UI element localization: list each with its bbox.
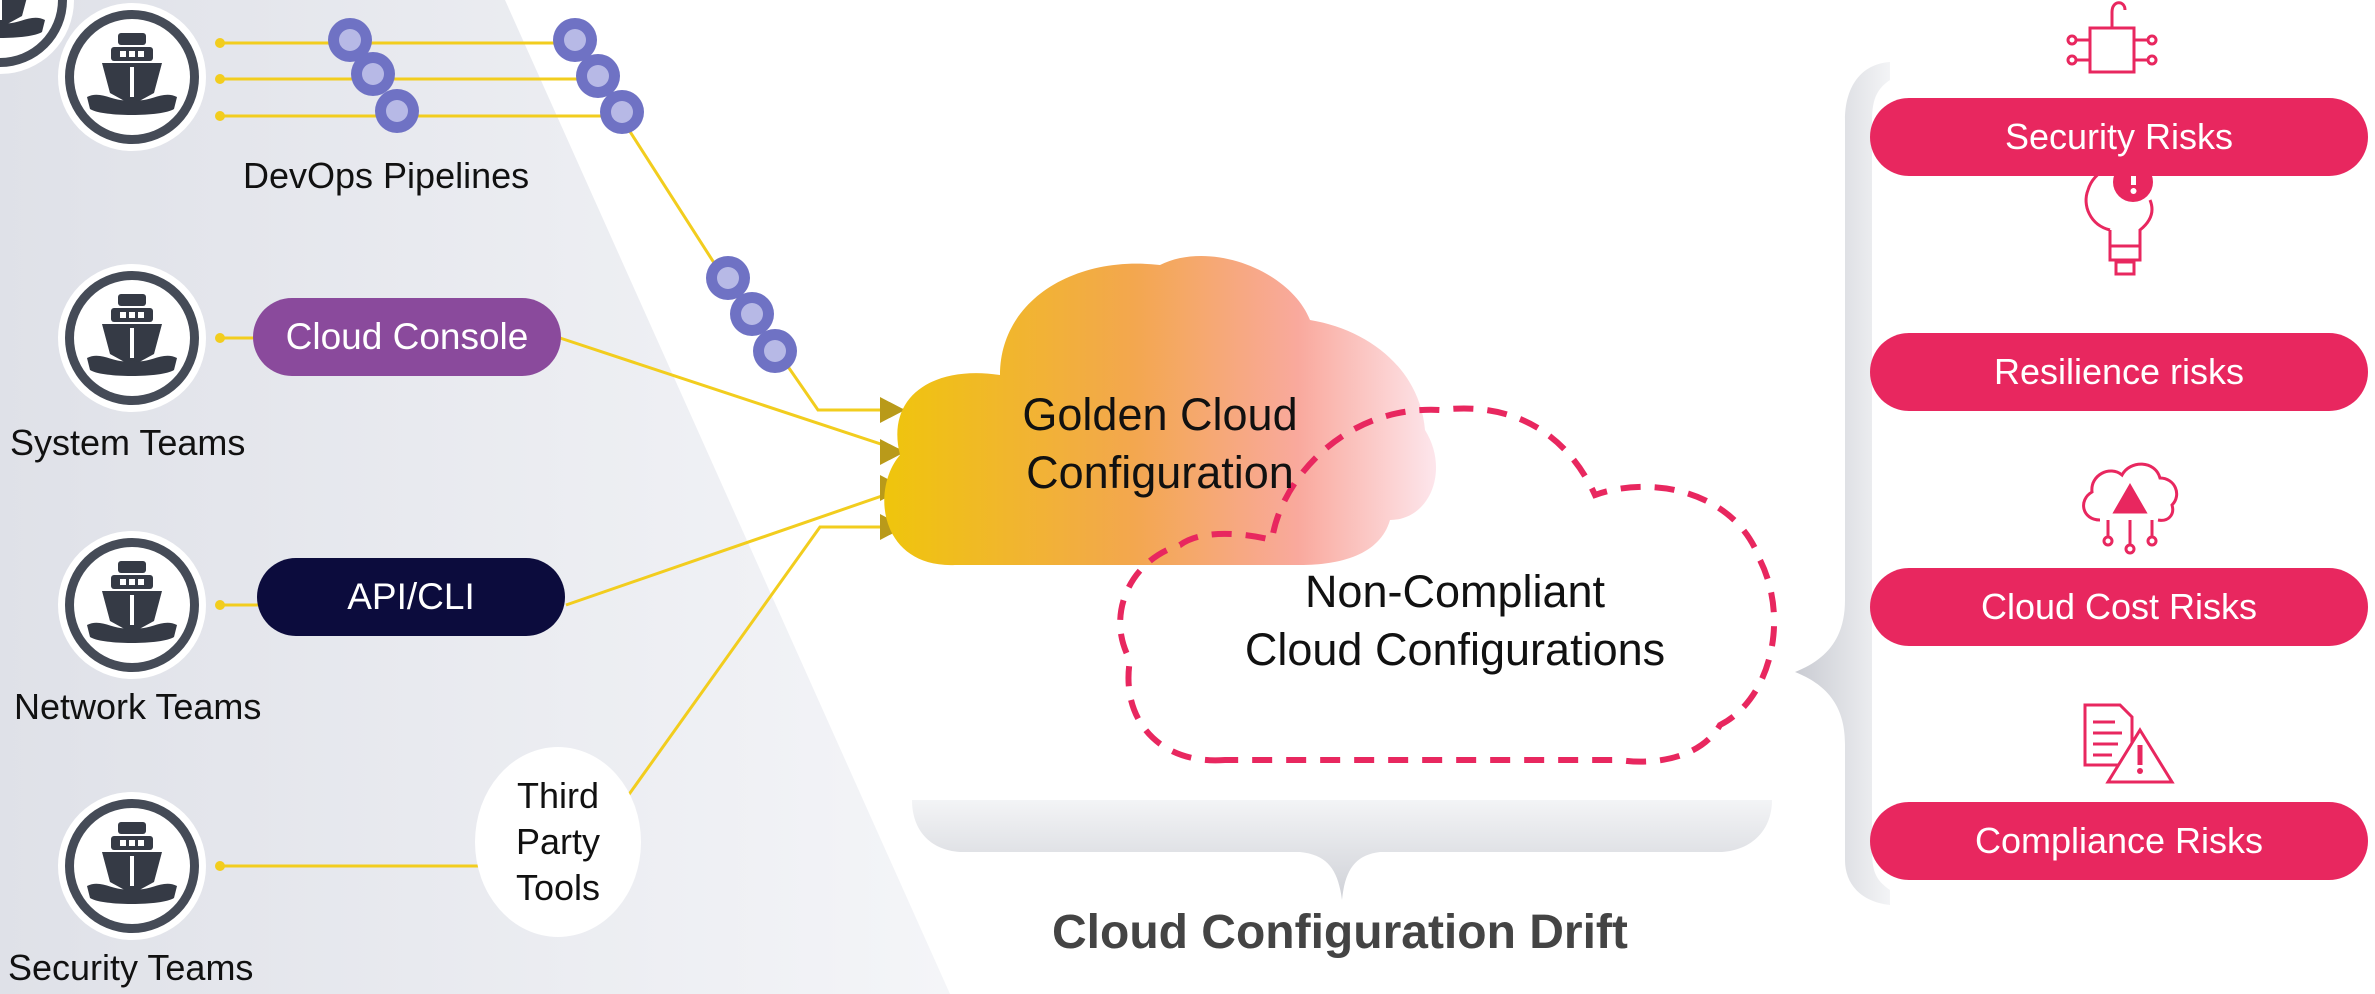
team-label-devops: DevOps Pipelines	[243, 155, 530, 196]
non-compliant-line-1: Non-Compliant	[1304, 566, 1606, 617]
golden-cloud-shape	[884, 256, 1437, 566]
cloud-console-pill: Cloud Console	[253, 298, 561, 376]
pipeline-node-group	[328, 18, 797, 373]
security-chip-icon	[2066, 1, 2158, 74]
third-party-line-1: Third	[516, 775, 600, 816]
non-compliant-line-2: Cloud Configurations	[1244, 624, 1666, 675]
lightbulb-alert-icon	[2084, 162, 2154, 276]
team-label-system: System Teams	[10, 422, 246, 463]
third-party-tools-node: Third Party Tools	[475, 747, 641, 937]
ship-avatar-icon	[0, 0, 74, 74]
drift-brace	[912, 800, 1772, 900]
golden-cloud-line-1: Golden Cloud	[1022, 389, 1298, 440]
document-alert-icon	[2083, 703, 2175, 784]
risk-pill-compliance: Compliance Risks	[1870, 802, 2368, 880]
third-party-line-2: Party	[515, 821, 601, 862]
left-background-panel	[0, 0, 950, 994]
api-cli-pill: API/CLI	[257, 558, 565, 636]
third-party-line-3: Tools	[515, 867, 601, 908]
golden-cloud-label: Golden Cloud Configuration	[990, 386, 1330, 502]
risk-pill-cloud-cost: Cloud Cost Risks	[1870, 568, 2368, 646]
team-label-network: Network Teams	[14, 686, 262, 727]
risk-pill-security: Security Risks	[1870, 98, 2368, 176]
risk-brace	[1795, 62, 1890, 905]
cloud-alert-icon	[2082, 462, 2179, 555]
pipeline-lines	[220, 41, 906, 868]
non-compliant-cloud-label: Non-Compliant Cloud Configurations	[1210, 563, 1700, 679]
golden-cloud-line-2: Configuration	[1026, 447, 1294, 498]
non-compliant-cloud-shape	[1117, 405, 1778, 765]
risk-pill-resilience: Resilience risks	[1870, 333, 2368, 411]
drift-title: Cloud Configuration Drift	[1052, 906, 1628, 959]
team-label-security: Security Teams	[8, 947, 254, 988]
